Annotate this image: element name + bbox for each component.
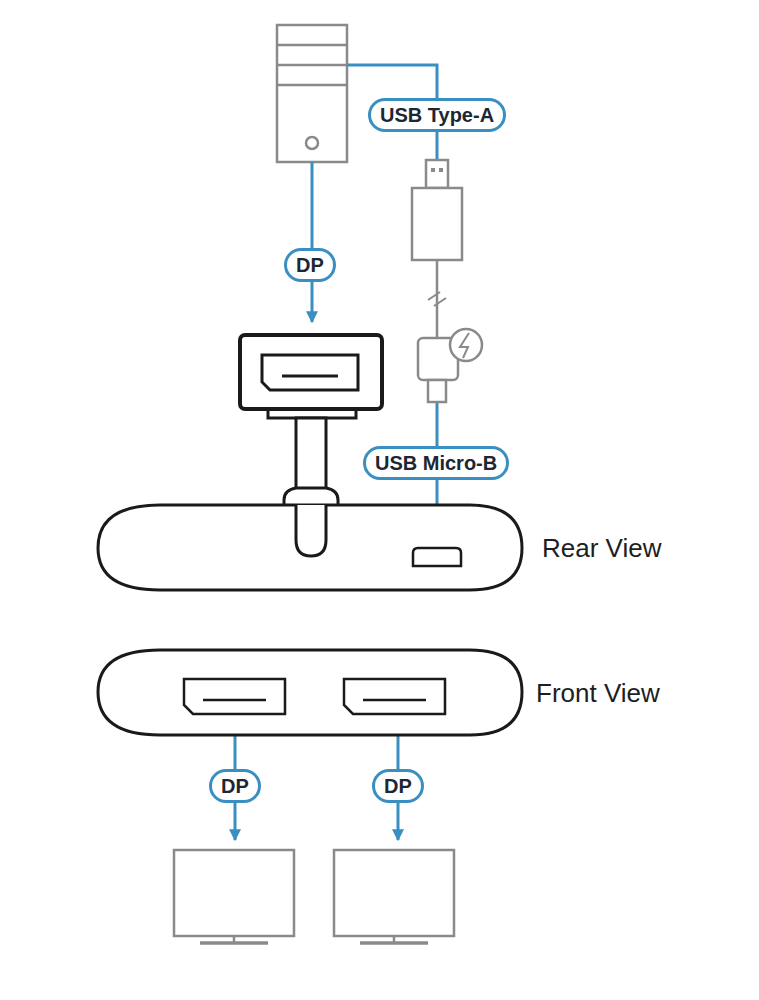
view-label: Rear View — [542, 533, 661, 564]
connector-label: DP — [221, 775, 249, 797]
view-label: Front View — [536, 678, 660, 709]
connector-label: DP — [296, 254, 324, 276]
label-pill: DP — [372, 769, 424, 803]
label-pill: USB Micro-B — [363, 446, 509, 480]
connector-label: DP — [384, 775, 412, 797]
usb-cable — [412, 160, 482, 402]
connector-label: USB Type-A — [380, 104, 494, 126]
label-pill: USB Type-A — [368, 98, 506, 132]
label-pill: DP — [284, 248, 336, 282]
adapter-rear — [98, 505, 522, 590]
computer-icon — [277, 25, 347, 162]
label-pill: DP — [209, 769, 261, 803]
monitor-icon — [174, 850, 454, 943]
connector-label: USB Micro-B — [375, 452, 497, 474]
adapter-front — [98, 650, 522, 735]
